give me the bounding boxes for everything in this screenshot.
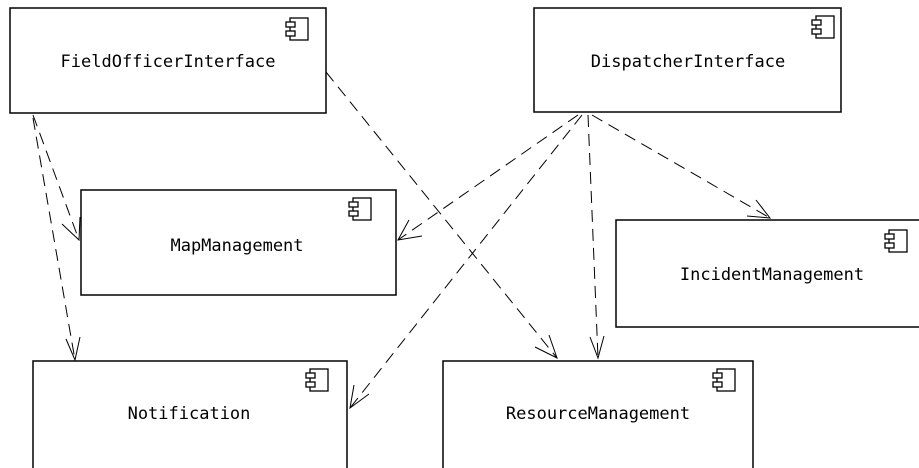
component-label: Notification: [128, 404, 251, 424]
dependency-field-officer-to-notification: [32, 117, 81, 362]
component-notification: Notification: [32, 360, 348, 468]
component-field-officer-interface: FieldOfficerInterface: [9, 7, 327, 114]
component-label: ResourceManagement: [506, 404, 690, 424]
component-icon: [285, 17, 309, 41]
component-map-management: MapManagement: [80, 189, 397, 296]
dependency-dispatcher-to-map: [397, 114, 579, 241]
component-label: MapManagement: [170, 236, 303, 256]
dependency-dispatcher-to-incident: [591, 114, 772, 219]
component-icon: [305, 368, 329, 392]
dependency-field-officer-to-resource: [325, 71, 558, 359]
component-label: DispatcherInterface: [591, 52, 785, 72]
component-label: IncidentManagement: [680, 265, 864, 285]
dependency-dispatcher-to-notification: [349, 114, 583, 410]
dependency-field-officer-to-map: [32, 114, 81, 242]
component-dispatcher-interface: DispatcherInterface: [533, 7, 842, 113]
component-icon: [811, 15, 835, 39]
component-incident-management: IncidentManagement: [615, 219, 919, 328]
component-icon: [884, 229, 908, 253]
component-label: FieldOfficerInterface: [61, 52, 276, 72]
component-icon: [712, 368, 736, 392]
component-icon: [348, 197, 372, 221]
dependency-dispatcher-to-resource: [587, 114, 605, 360]
component-resource-management: ResourceManagement: [442, 360, 754, 468]
